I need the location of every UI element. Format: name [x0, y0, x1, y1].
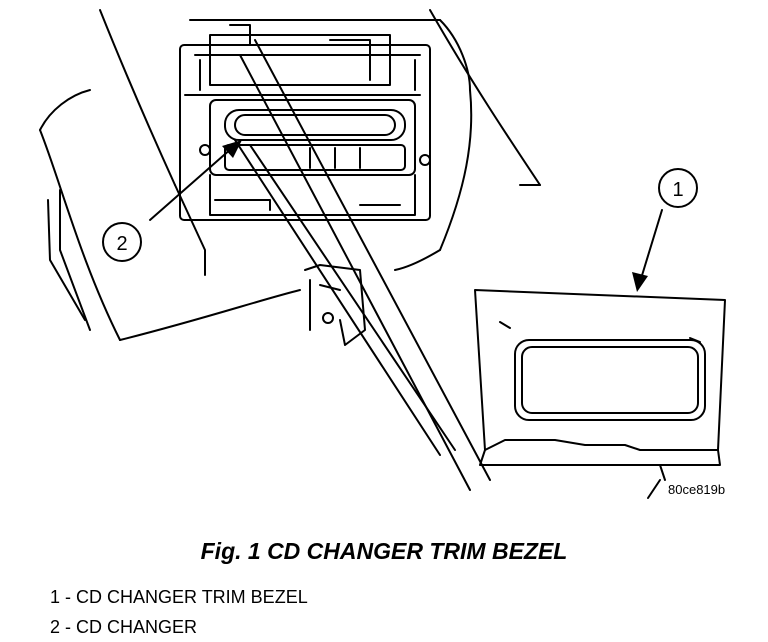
- alignment-lines: [234, 39, 491, 491]
- trim-bezel: [474, 289, 726, 481]
- callout-1-label: 1: [672, 179, 683, 201]
- part-code: 80ce819b: [668, 482, 726, 497]
- legend: 1 - CD CHANGER TRIM BEZEL 2 - CD CHANGER: [50, 582, 308, 642]
- callout-2-label: 2: [116, 233, 127, 255]
- legend-item-2: 2 - CD CHANGER: [50, 617, 198, 637]
- callout-arrows: [149, 147, 663, 283]
- arrowhead-1: [632, 272, 648, 292]
- cd-changer-unit: [199, 99, 431, 216]
- mounting-bracket: [304, 264, 366, 346]
- callout-1: 1: [658, 168, 698, 208]
- instrument-panel-outline: [39, 9, 541, 341]
- legend-item-1: 1 - CD CHANGER TRIM BEZEL: [50, 587, 308, 607]
- panel-opening: [179, 24, 431, 221]
- exploded-view-illustration: 1 2: [39, 9, 726, 499]
- callout-2: 2: [102, 222, 142, 262]
- arrowhead-2: [222, 140, 242, 158]
- figure-caption: Fig. 1 CD CHANGER TRIM BEZEL: [200, 538, 568, 564]
- part-code-leader: [647, 479, 661, 499]
